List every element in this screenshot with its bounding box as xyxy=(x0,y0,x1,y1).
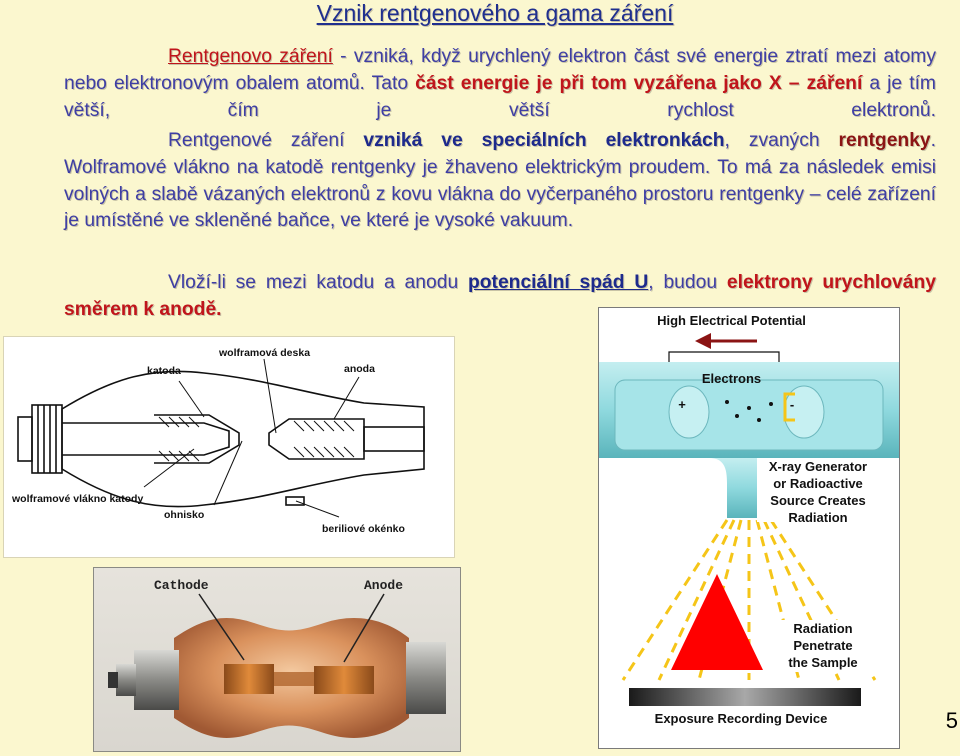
highlight-elektronky: vzniká ve speciálních elektronkách xyxy=(363,130,725,151)
label-radiation-penetrate: Radiation Penetrate the Sample xyxy=(773,620,873,671)
term-rentgenovo-zareni: Rentgenovo záření xyxy=(168,46,333,67)
generator-line-1: X-ray Generator xyxy=(768,459,868,474)
label-ohnisko: ohnisko xyxy=(164,509,205,521)
paragraph-2-text-b: , zvaných xyxy=(724,130,839,151)
slide-title: Vznik rentgenového a gama záření xyxy=(316,0,674,26)
generator-label-bg xyxy=(757,458,879,522)
xray-tube-photo: Cathode Anode xyxy=(93,567,461,752)
paragraph-rentgenky: Rentgenové záření vzniká ve speciálních … xyxy=(64,128,936,235)
highlight-rentgenky: rentgenky xyxy=(838,130,931,151)
penetrate-line-1: Radiation xyxy=(793,621,853,636)
paragraph-rentgen-definition: Rentgenovo záření - vzniká, když urychle… xyxy=(64,44,936,124)
schematic-drawing xyxy=(599,333,899,706)
label-electrons: Electrons xyxy=(701,371,762,386)
penetrate-line-2: Penetrate xyxy=(793,638,853,653)
xray-tube-cross-section: katoda wolframová deska anoda wolframové… xyxy=(3,336,455,558)
label-high-potential: High Electrical Potential xyxy=(657,313,806,328)
paragraph-3-text-b: , budou xyxy=(648,272,727,293)
label-anoda: anoda xyxy=(344,363,375,375)
generator-line-2: or Radioactive xyxy=(773,476,863,491)
highlight-elektrony-urychlovany: elektrony urychlovány směrem k anodě. xyxy=(64,272,936,320)
xray-schematic: High Electrical Potential Electrons + - … xyxy=(598,307,900,749)
label-xray-generator: X-ray Generator or Radioactive Source Cr… xyxy=(757,458,879,526)
paragraph-1-text-a: - vzniká, když urychlený elektron část s… xyxy=(64,46,937,94)
penetrate-label-bg xyxy=(773,620,873,672)
label-wolframove-vlakno: wolframové vlákno katody xyxy=(12,493,144,505)
paragraph-3-text-a: Vloží-li se mezi katodu a anodu xyxy=(168,272,468,293)
paragraph-2-text-a: Rentgenové záření xyxy=(168,130,364,151)
tube-photo-drawing xyxy=(108,593,446,738)
tube-drawing xyxy=(17,358,425,518)
penetrate-line-3: the Sample xyxy=(788,655,858,670)
label-beriliove-okenko: beriliové okénko xyxy=(322,523,405,535)
highlight-energie-vyzarena: část energie je při tom vyzářena jako X … xyxy=(415,72,863,94)
paragraph-potencial: Vloží-li se mezi katodu a anodu potenciá… xyxy=(64,270,936,324)
plus-sign: + xyxy=(678,397,686,412)
paragraph-1-text-b: a je tím větší, čím je větší rychlost el… xyxy=(64,72,936,121)
generator-line-4: Radiation xyxy=(788,510,848,525)
generator-line-3: Source Creates xyxy=(770,493,866,508)
label-wolframova-deska: wolframová deska xyxy=(219,347,311,359)
highlight-potencialni-spad: potenciální spád U xyxy=(467,272,649,293)
label-recording-device: Exposure Recording Device xyxy=(654,711,828,726)
label-katoda: katoda xyxy=(147,365,181,377)
paragraph-2-text-c: . Wolframové vlákno na katodě rentgenky … xyxy=(64,130,936,232)
page-number: 5 xyxy=(945,708,958,733)
label-cathode: Cathode xyxy=(154,578,209,593)
minus-sign: - xyxy=(789,397,795,412)
label-anode: Anode xyxy=(364,578,404,593)
